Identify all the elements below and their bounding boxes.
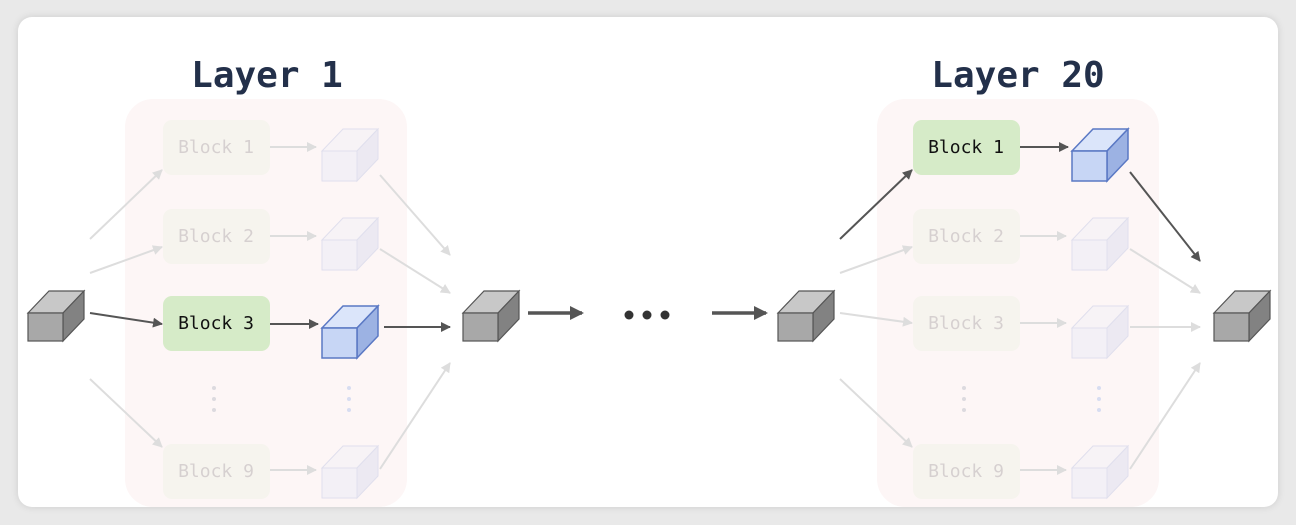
output-token-cube — [1212, 289, 1272, 343]
diagram-card: Layer 1 Layer 20 Block 1 Block 2 Block 3… — [18, 17, 1278, 507]
layer-20-block-1: Block 1 — [913, 120, 1020, 175]
more-layers-ellipsis — [624, 310, 670, 320]
route-arrow-to-layer-20-block-1 — [839, 169, 913, 240]
layer-20-input-token-cube — [776, 289, 836, 343]
active-route-arrows — [89, 142, 1201, 332]
layer-1-block-3: Block 3 — [163, 296, 270, 351]
layer-20-panel — [877, 99, 1159, 507]
layer-1-block-2: Block 2 — [163, 209, 270, 264]
layer-20-block-3: Block 3 — [913, 296, 1020, 351]
layer-20-title: Layer 20 — [931, 55, 1104, 96]
block-label: Block 9 — [928, 461, 1004, 482]
block-label: Block 3 — [178, 313, 254, 334]
layer-20-block-9: Block 9 — [913, 444, 1020, 499]
layer-1-inactive-arrows — [89, 142, 451, 475]
layer-20-active-expert-cube — [1070, 127, 1130, 183]
moe-routing-diagram: Layer 1 Layer 20 Block 1 Block 2 Block 3… — [26, 55, 1272, 507]
route-arrow-expert-to-output — [1129, 171, 1201, 262]
layer-1-output-token-cube — [461, 289, 521, 343]
block-label: Block 3 — [928, 313, 1004, 334]
block-label: Block 2 — [178, 226, 254, 247]
layer-1-active-expert-cube — [320, 304, 380, 360]
layer-1-block-9: Block 9 — [163, 444, 270, 499]
input-token-cube — [26, 289, 86, 343]
route-arrow-input-to-block-3 — [89, 312, 163, 328]
block-label: Block 2 — [928, 226, 1004, 247]
layer-20-block-2: Block 2 — [913, 209, 1020, 264]
layer-1-block-1: Block 1 — [163, 120, 270, 175]
layer-1-more-blocks-dots — [212, 386, 351, 412]
layer-1-title: Layer 1 — [191, 55, 343, 96]
block-label: Block 9 — [178, 461, 254, 482]
inactive-expert-cubes — [320, 127, 1130, 500]
block-label: Block 1 — [178, 137, 254, 158]
block-label: Block 1 — [928, 137, 1004, 158]
layer-20-inactive-arrows — [839, 231, 1201, 475]
layer-20-more-blocks-dots — [962, 386, 1101, 412]
